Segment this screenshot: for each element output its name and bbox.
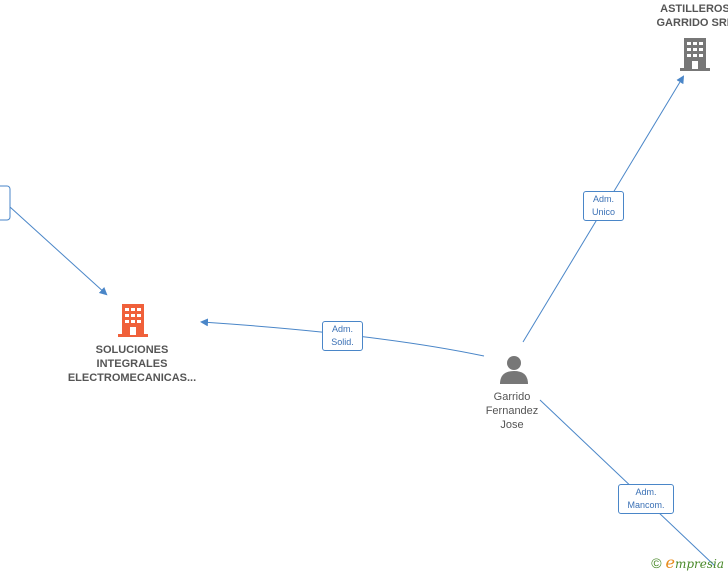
edge-label-line: Adm.: [331, 324, 353, 334]
edge-label-line: Adm.: [592, 194, 614, 204]
edge-person-to-offscreen: [539, 399, 716, 567]
brand-rest: mpresia: [674, 557, 724, 571]
edge-offscreen-to-main: [9, 206, 108, 296]
edge-label-adm-solid[interactable]: Adm. Solid.: [322, 321, 363, 351]
edge-label-adm-unico[interactable]: Adm. Unico: [583, 191, 624, 221]
person-label-line: Garrido: [493, 391, 531, 403]
person-label-line: Jose: [500, 419, 524, 431]
building-icon-astilleros[interactable]: [680, 38, 710, 71]
copyright-symbol: ©: [651, 555, 662, 571]
company-astilleros-label-line: GARRIDO SRL: [656, 17, 728, 29]
company-main-label-line: INTEGRALES: [96, 358, 168, 370]
person-icon[interactable]: [500, 356, 528, 384]
company-astilleros-label[interactable]: ASTILLEROS GARRIDO SRL: [645, 2, 728, 30]
company-main-label[interactable]: SOLUCIONES INTEGRALES ELECTROMECANICAS..…: [42, 343, 222, 385]
edge-label-line: Adm.: [635, 487, 657, 497]
person-label-line: Fernandez: [485, 405, 539, 417]
brand-e: e: [665, 553, 675, 572]
edge-label-line: Mancom.: [627, 500, 665, 510]
person-label[interactable]: Garrido Fernandez Jose: [464, 390, 560, 432]
empresia-watermark: © empresia: [651, 553, 724, 572]
company-main-label-line: ELECTROMECANICAS...: [67, 372, 197, 384]
offscreen-node-box: [0, 185, 11, 221]
company-main-label-line: SOLUCIONES: [95, 344, 169, 356]
edge-label-adm-mancom[interactable]: Adm. Mancom.: [618, 484, 674, 514]
edge-label-line: Solid.: [331, 337, 354, 347]
company-astilleros-label-line: ASTILLEROS: [660, 3, 728, 15]
edge-label-line: Unico: [591, 207, 615, 217]
building-icon-main[interactable]: [118, 304, 148, 337]
